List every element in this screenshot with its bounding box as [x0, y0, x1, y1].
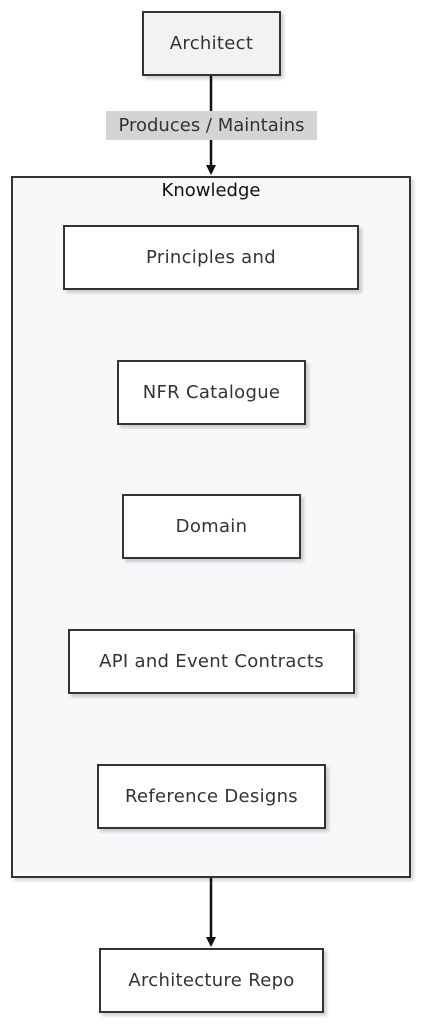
node-principles-label: Principles and — [146, 247, 276, 268]
node-domain[interactable]: Domain — [122, 494, 301, 559]
node-domain-label: Domain — [175, 516, 248, 537]
node-architect[interactable]: Architect — [142, 11, 281, 76]
node-reference-designs-label: Reference Designs — [125, 786, 298, 807]
node-reference-designs[interactable]: Reference Designs — [97, 764, 326, 829]
node-api-event-contracts[interactable]: API and Event Contracts — [68, 629, 355, 694]
cluster-knowledge-title: Knowledge — [161, 180, 261, 201]
node-api-event-contracts-label: API and Event Contracts — [99, 651, 324, 672]
node-architecture-repo[interactable]: Architecture Repo — [99, 948, 324, 1013]
node-principles[interactable]: Principles and — [63, 225, 359, 290]
node-architect-label: Architect — [169, 33, 254, 54]
edge-label-produces-maintains: Produces / Maintains — [106, 111, 317, 140]
node-nfr-catalogue[interactable]: NFR Catalogue — [117, 360, 306, 425]
node-architecture-repo-label: Architecture Repo — [128, 970, 295, 991]
node-nfr-catalogue-label: NFR Catalogue — [142, 382, 281, 403]
